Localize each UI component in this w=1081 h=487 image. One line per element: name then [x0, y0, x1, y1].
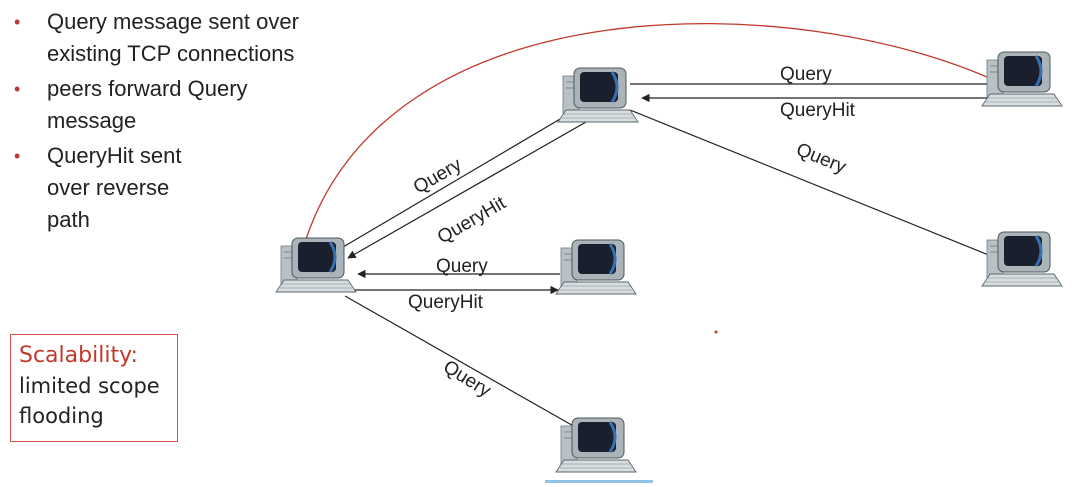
edge-query	[629, 109, 997, 260]
bullet-marker: •	[14, 79, 21, 99]
label-query: Query	[793, 139, 849, 178]
decorative-dot	[714, 330, 718, 334]
queryhit-direct-path	[299, 22, 999, 253]
bullet-text: Query message sent over existing TCP con…	[47, 9, 299, 66]
bullet-item: • Query message sent over existing TCP c…	[14, 6, 314, 70]
bullet-item: • peers forward Query message	[14, 73, 314, 137]
computer-icon	[980, 230, 1064, 288]
label-queryhit: QueryHit	[780, 100, 856, 121]
scalability-title: Scalability:	[19, 343, 138, 368]
computer-icon	[274, 236, 358, 294]
computer-icon	[554, 416, 638, 474]
label-query: Query	[436, 256, 488, 277]
label-query: Query	[439, 356, 494, 401]
computer-icon	[980, 50, 1064, 108]
bullet-text: QueryHit sent over reverse path	[47, 143, 182, 232]
scalability-line: flooding	[19, 404, 104, 428]
bullet-list: • Query message sent over existing TCP c…	[14, 6, 314, 239]
edge-queryhit	[347, 121, 587, 259]
scalability-line: limited scope	[19, 374, 160, 398]
label-query: Query	[780, 64, 832, 85]
bullet-text: peers forward Query message	[47, 76, 248, 133]
label-queryhit: QueryHit	[408, 292, 484, 313]
edge-query	[344, 295, 585, 433]
computer-icon	[556, 66, 640, 124]
bottom-accent-bar	[545, 480, 653, 483]
computer-icon	[554, 238, 638, 296]
bullet-marker: •	[14, 12, 21, 32]
label-queryhit: QueryHit	[434, 192, 510, 248]
edge-query	[337, 111, 573, 251]
bullet-item: • QueryHit sent over reverse path	[14, 140, 197, 236]
scalability-box: Scalability: limited scope flooding	[10, 334, 178, 442]
bullet-marker: •	[14, 146, 21, 166]
